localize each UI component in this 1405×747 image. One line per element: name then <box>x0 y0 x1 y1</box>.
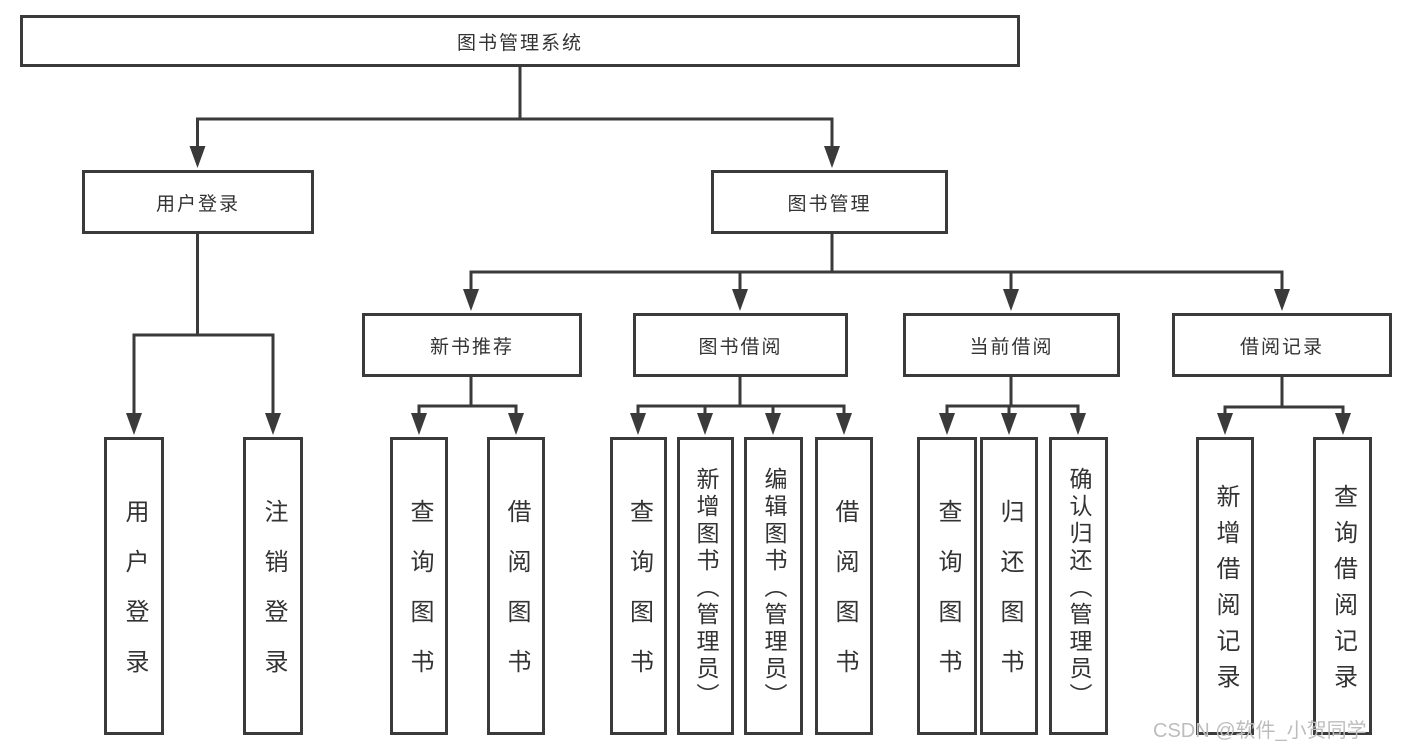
leaf-borrowing-query: 查询图书 <box>610 437 667 735</box>
node-user-login: 用户登录 <box>82 170 314 234</box>
leaf-user-login: 用户登录 <box>104 437 164 735</box>
node-current-borrowing: 当前借阅 <box>903 313 1120 377</box>
node-borrow-records: 借阅记录 <box>1172 313 1392 377</box>
node-root: 图书管理系统 <box>20 15 1020 67</box>
leaf-current-confirm: 确认归还（管理员） <box>1049 437 1108 735</box>
leaf-borrowing-borrow: 借阅图书 <box>815 437 873 735</box>
leaf-borrowing-edit: 编辑图书（管理员） <box>744 437 803 735</box>
leaf-logout: 注销登录 <box>243 437 303 735</box>
leaf-current-return: 归还图书 <box>980 437 1038 735</box>
node-new-books: 新书推荐 <box>362 313 582 377</box>
leaf-records-add: 新增借阅记录 <box>1196 437 1254 735</box>
leaf-current-query: 查询图书 <box>917 437 977 735</box>
leaf-records-query: 查询借阅记录 <box>1313 437 1372 735</box>
leaf-newbooks-query: 查询图书 <box>390 437 448 735</box>
watermark: CSDN @软件_小贺同学 <box>1153 720 1367 742</box>
leaf-newbooks-borrow: 借阅图书 <box>487 437 545 735</box>
node-book-borrowing: 图书借阅 <box>633 313 848 377</box>
leaf-borrowing-add: 新增图书（管理员） <box>677 437 734 735</box>
node-book-management: 图书管理 <box>711 170 948 234</box>
